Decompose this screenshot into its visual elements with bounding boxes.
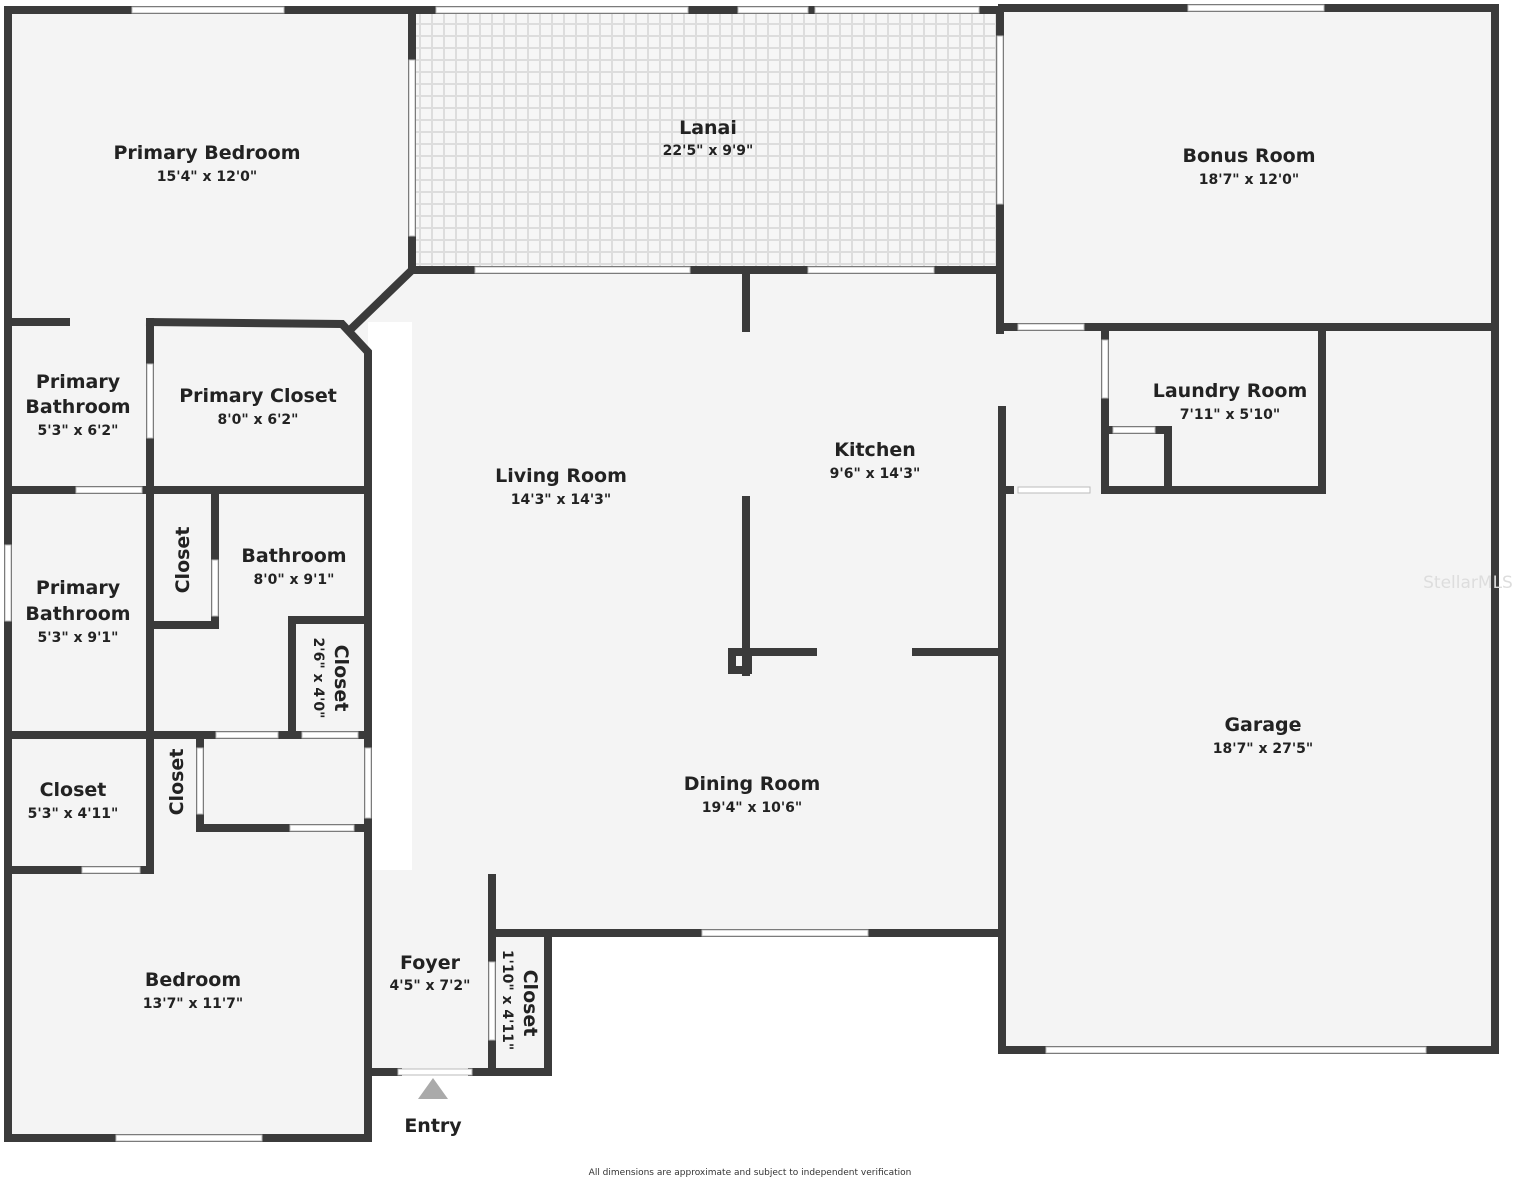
room-dimensions: 15'4" x 12'0" xyxy=(157,169,257,185)
room-name: Bathroom xyxy=(25,396,130,418)
room-dimensions: 1'10" x 4'11" xyxy=(499,950,515,1050)
room-dimensions: 5'3" x 9'1" xyxy=(38,630,119,646)
room-closet-c: Closet 5'3" x 4'11" xyxy=(28,779,119,822)
room-name: Dining Room xyxy=(684,773,821,795)
room-name: Bathroom xyxy=(25,603,130,625)
room-name: Bathroom xyxy=(241,545,346,567)
room-name: Closet xyxy=(519,970,541,1037)
room-laundry-room: Laundry Room 7'11" x 5'10" xyxy=(1153,380,1308,423)
room-name: Lanai xyxy=(679,117,737,139)
room-dimensions: 19'4" x 10'6" xyxy=(702,800,802,816)
room-foyer: Foyer 4'5" x 7'2" xyxy=(390,952,471,994)
room-closet-d: Closet xyxy=(166,749,188,816)
room-lanai: Lanai 22'5" x 9'9" xyxy=(663,117,754,159)
room-dimensions: 14'3" x 14'3" xyxy=(511,492,611,508)
room-name: Primary Closet xyxy=(179,385,337,407)
floor-fill xyxy=(8,8,1495,1138)
room-name: Foyer xyxy=(400,952,461,974)
room-dimensions: 18'7" x 12'0" xyxy=(1199,172,1299,188)
room-dimensions: 22'5" x 9'9" xyxy=(663,143,754,159)
room-name: Kitchen xyxy=(834,439,916,461)
room-name: Closet xyxy=(330,645,352,712)
room-living-room: Living Room 14'3" x 14'3" xyxy=(495,465,627,508)
room-name: Bedroom xyxy=(145,969,241,991)
room-garage: Garage 18'7" x 27'5" xyxy=(1213,714,1313,757)
room-name: Closet xyxy=(166,749,188,816)
room-name: Primary xyxy=(36,577,121,599)
disclaimer: All dimensions are approximate and subje… xyxy=(589,1168,912,1178)
room-dimensions: 5'3" x 6'2" xyxy=(38,423,119,439)
room-primary-bedroom: Primary Bedroom 15'4" x 12'0" xyxy=(113,142,300,185)
room-name: Living Room xyxy=(495,465,627,487)
lanai-floor xyxy=(416,14,1000,268)
room-name: Closet xyxy=(172,527,194,594)
room-dimensions: 8'0" x 6'2" xyxy=(218,412,299,428)
room-dimensions: 7'11" x 5'10" xyxy=(1180,407,1280,423)
watermark: StellarMLS xyxy=(1423,573,1513,593)
room-kitchen: Kitchen 9'6" x 14'3" xyxy=(830,439,921,482)
room-name: Laundry Room xyxy=(1153,380,1308,402)
room-dimensions: 5'3" x 4'11" xyxy=(28,806,119,822)
room-dimensions: 18'7" x 27'5" xyxy=(1213,741,1313,757)
room-dimensions: 13'7" x 11'7" xyxy=(143,996,243,1012)
entry-arrow-icon xyxy=(418,1078,448,1099)
room-primary-closet: Primary Closet 8'0" x 6'2" xyxy=(179,385,337,428)
windows-doors xyxy=(4,4,1427,1142)
room-bonus-room: Bonus Room 18'7" x 12'0" xyxy=(1182,145,1315,188)
room-name: Closet xyxy=(40,779,107,801)
room-dimensions: 8'0" x 9'1" xyxy=(254,572,335,588)
entry-label: Entry xyxy=(404,1115,462,1137)
room-dining-room: Dining Room 19'4" x 10'6" xyxy=(684,773,821,816)
room-bathroom: Bathroom 8'0" x 9'1" xyxy=(241,545,346,588)
room-closet-a: Closet xyxy=(172,527,194,594)
room-dimensions: 9'6" x 14'3" xyxy=(830,466,921,482)
room-name: Garage xyxy=(1224,714,1301,736)
room-name: Bonus Room xyxy=(1182,145,1315,167)
room-name: Primary xyxy=(36,371,121,393)
room-dimensions: 2'6" x 4'0" xyxy=(310,638,326,719)
room-name: Primary Bedroom xyxy=(113,142,300,164)
room-labels: Primary Bedroom 15'4" x 12'0" Lanai 22'5" … xyxy=(25,117,1315,1050)
room-bedroom: Bedroom 13'7" x 11'7" xyxy=(143,969,243,1012)
room-dimensions: 4'5" x 7'2" xyxy=(390,978,471,994)
